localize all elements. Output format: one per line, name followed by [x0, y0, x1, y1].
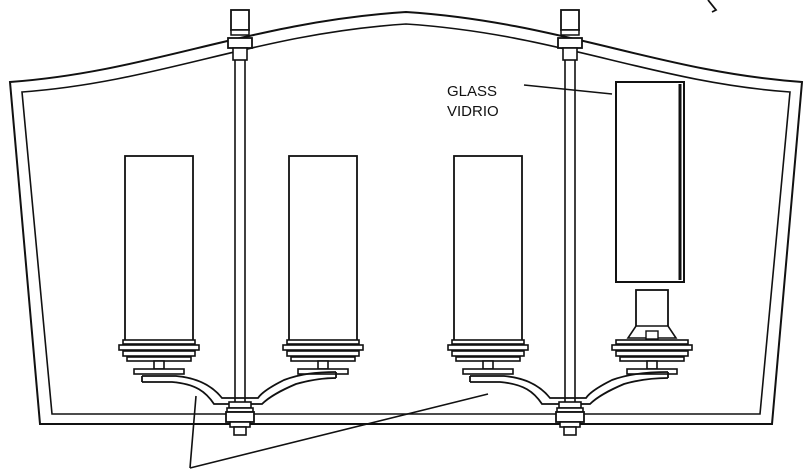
vidrio-label: VIDRIO	[447, 103, 499, 120]
glass-panel	[615, 81, 685, 283]
candle-tube-3	[453, 155, 523, 345]
glass-label: GLASS	[447, 83, 497, 100]
glass-leader-line	[523, 84, 613, 95]
shield-panel-inner-edge	[21, 23, 791, 415]
candle-tube-1	[124, 155, 194, 345]
callout-leader-left	[189, 395, 197, 469]
shield-panel-outline	[8, 10, 804, 425]
arrow-fragment	[707, 0, 718, 13]
candle-stub	[635, 289, 669, 333]
arm-left	[142, 371, 337, 399]
callout-leader-right	[189, 393, 489, 469]
candle-tube-2	[288, 155, 358, 345]
arm-right	[470, 371, 669, 399]
